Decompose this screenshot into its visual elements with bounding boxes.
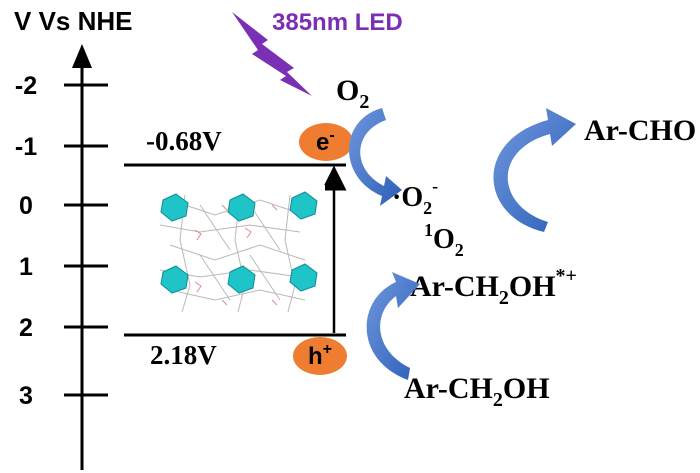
tick-label: 0 [19, 192, 33, 220]
lightning-bolt-icon [232, 12, 312, 96]
singlet-oxygen-label: 1O2 [424, 220, 464, 260]
light-source-label: 385nm LED [272, 9, 403, 36]
conduction-band-potential: -0.68V [146, 126, 222, 156]
axis-title: V Vs NHE [14, 6, 133, 36]
tick-label: 3 [19, 382, 33, 410]
axis-arrowhead [72, 44, 92, 68]
cluster-node [289, 191, 318, 220]
hole-oxidation-arrow [366, 272, 420, 380]
cluster-node [227, 265, 256, 294]
product-label: Ar-CHO [584, 114, 696, 147]
cluster-node [160, 265, 189, 294]
hole-label: h+ [308, 341, 332, 370]
hole-ellipse [293, 337, 347, 375]
radical-cation-label: Ar-CH2OH*+ [410, 265, 577, 309]
tick-label: 2 [19, 314, 33, 342]
tick-label: -1 [15, 133, 37, 161]
cluster-node [160, 193, 189, 222]
superoxide-label: ·O2- [392, 176, 438, 218]
o2-reduction-arrow [349, 108, 402, 206]
cluster-node [227, 193, 256, 222]
oxidation-product-arrow [493, 108, 576, 232]
tick-label: -2 [15, 72, 37, 100]
cluster-node [289, 263, 318, 292]
axis-ticks [64, 83, 108, 397]
valence-band-potential: 2.18V [150, 340, 217, 370]
tick-label: 1 [19, 253, 33, 281]
oxygen-label: O2 [336, 74, 369, 113]
mof-structure-image [153, 185, 325, 317]
electron-label: e- [316, 127, 335, 156]
electron-ellipse [299, 123, 353, 161]
alcohol-label: Ar-CH2OH [404, 372, 550, 411]
